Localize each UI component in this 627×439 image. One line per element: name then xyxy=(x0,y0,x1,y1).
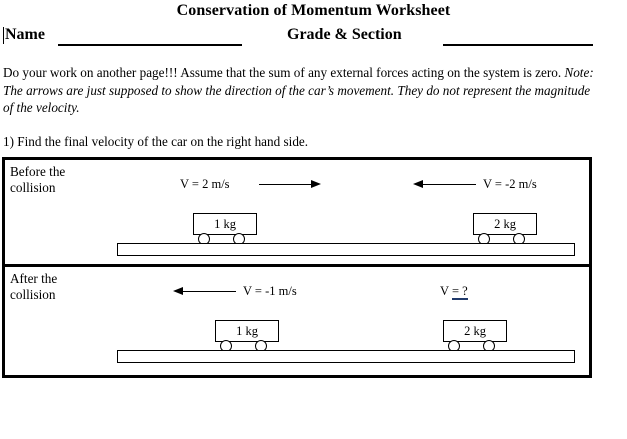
instructions-line-1: Do your work on another page!!! Assume t… xyxy=(3,65,480,80)
after-right-cart-mass-label: 2 kg xyxy=(443,320,507,342)
name-grade-row: Name Grade & Section xyxy=(0,26,627,48)
panel-before-collision: Before the collision V = 2 m/s V = -2 m/… xyxy=(5,160,589,267)
before-collision-label: Before the collision xyxy=(10,164,66,195)
page-title: Conservation of Momentum Worksheet xyxy=(176,2,451,19)
after-ground-track xyxy=(117,350,575,363)
before-left-cart: 1 kg xyxy=(193,213,257,245)
before-left-velocity-label: V = 2 m/s xyxy=(180,177,230,191)
after-left-velocity-label: V = -1 m/s xyxy=(243,284,297,298)
question-1-text: 1) Find the final velocity of the car on… xyxy=(3,134,309,149)
before-left-cart-mass-label: 1 kg xyxy=(193,213,257,235)
before-ground-track xyxy=(117,243,575,256)
name-label: Name xyxy=(5,26,45,43)
before-right-arrow-left-icon xyxy=(413,180,476,189)
collision-diagram-table: Before the collision V = 2 m/s V = -2 m/… xyxy=(2,157,592,378)
name-blank-line[interactable] xyxy=(58,44,242,46)
before-right-cart: 2 kg xyxy=(473,213,537,245)
instructions-line-2-plain: system is zero. xyxy=(483,65,562,80)
instructions-note-italic: Note: The arrows are just supposed to sh… xyxy=(3,65,594,98)
after-left-arrow-left-icon xyxy=(173,287,236,296)
instructions-paragraph: Do your work on another page!!! Assume t… xyxy=(3,64,603,117)
after-collision-label: After the collision xyxy=(10,271,58,302)
grade-section-label: Grade & Section xyxy=(287,26,402,43)
before-right-velocity-label: V = -2 m/s xyxy=(483,177,537,191)
after-left-cart-mass-label: 1 kg xyxy=(215,320,279,342)
after-right-velocity-label[interactable]: V = ? xyxy=(440,284,468,300)
before-right-cart-mass-label: 2 kg xyxy=(473,213,537,235)
text-cursor xyxy=(3,27,4,44)
after-right-velocity-answer: = ? xyxy=(451,284,468,300)
grade-section-blank-line[interactable] xyxy=(443,44,593,46)
panel-after-collision: After the collision V = -1 m/s V = ? 1 k… xyxy=(5,267,589,378)
instructions-note-italic-2: They do not represent the magnitude of t… xyxy=(3,82,591,116)
after-left-cart: 1 kg xyxy=(215,320,279,352)
after-right-velocity-prefix: V xyxy=(440,284,452,298)
before-left-arrow-right-icon xyxy=(259,180,322,189)
after-right-cart: 2 kg xyxy=(443,320,507,352)
